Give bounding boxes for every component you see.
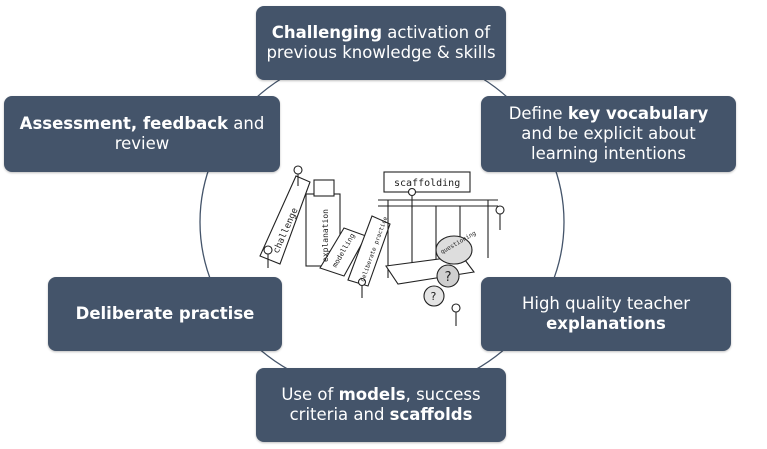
box-mr-pre: High quality teacher xyxy=(521,294,691,313)
box-mr-bold: explanations xyxy=(546,314,666,333)
box-key-vocabulary: Define key vocabulary and be explicit ab… xyxy=(481,96,736,172)
questioning-ring xyxy=(435,235,473,265)
box-bottom-bold1: models xyxy=(338,385,406,404)
box-models-scaffolds: Use of models, success criteria and scaf… xyxy=(256,368,506,442)
box-bottom-mid: , success criteria and xyxy=(289,385,481,424)
box-top-bold: Challenging xyxy=(271,23,383,42)
box-deliberate-practise: Deliberate practise xyxy=(48,277,282,351)
box-challenging-activation: Challenging activation of previous knowl… xyxy=(256,6,506,80)
box-assessment-feedback: Assessment, feedback and review xyxy=(4,96,280,172)
scaffolding-label: scaffolding xyxy=(394,178,460,189)
learning-illustration: challenge explanation modelling delibera… xyxy=(259,165,505,326)
box-bottom-bold2: scaffolds xyxy=(389,405,473,424)
question-ball-2 xyxy=(423,285,445,307)
question-mark-1: ? xyxy=(444,270,452,285)
box-tr-bold: key vocabulary xyxy=(567,104,709,123)
explanation-label: explanation xyxy=(321,209,330,262)
box-teacher-explanations: High quality teacher explanations xyxy=(481,277,731,351)
question-ball-1 xyxy=(436,264,460,288)
box-tl-text: and review xyxy=(114,114,265,153)
box-tr-post: and be explicit about learning intention… xyxy=(521,124,696,163)
box-top-text: activation of previous knowledge & skill… xyxy=(266,23,496,62)
box-ml-bold: Deliberate practise xyxy=(75,304,255,323)
challenge-ramp xyxy=(259,175,311,265)
box-tl-bold: Assessment, feedback xyxy=(19,114,229,133)
question-mark-2: ? xyxy=(430,290,437,303)
scaffolding-sign xyxy=(383,171,471,193)
box-bottom-pre: Use of xyxy=(281,385,339,404)
box-tr-pre: Define xyxy=(508,104,568,123)
